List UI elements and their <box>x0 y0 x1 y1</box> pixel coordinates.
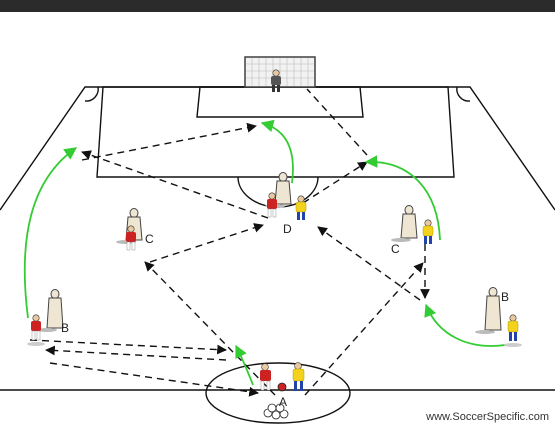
pass-arrows <box>29 88 430 397</box>
mannequin-b-left <box>37 289 64 332</box>
goal-area <box>196 86 364 118</box>
pass-arrow <box>306 88 368 156</box>
pass-arrow <box>144 261 276 396</box>
run-arrow <box>260 119 294 184</box>
players <box>27 69 522 391</box>
pass-arrow <box>317 226 421 301</box>
ball <box>279 409 289 419</box>
pitch-lines <box>0 86 555 424</box>
run-arrows <box>23 119 506 386</box>
ball <box>277 382 287 392</box>
pass-arrow <box>45 345 227 361</box>
red-player-d <box>267 192 277 218</box>
corner-arc-right <box>456 86 471 102</box>
red-player-c-left <box>126 225 136 251</box>
ball <box>267 403 277 413</box>
yellow-player-d <box>295 195 307 220</box>
pass-arrow <box>149 223 264 263</box>
label-b-left: B <box>61 321 69 335</box>
balls <box>263 382 289 420</box>
label-d: D <box>283 222 292 236</box>
run-arrow <box>424 303 506 347</box>
window-top-bar <box>0 0 555 12</box>
pass-arrow <box>49 362 259 397</box>
pass-arrow <box>302 161 368 204</box>
label-c-right: C <box>391 242 400 256</box>
goalkeeper <box>271 69 281 92</box>
run-arrow <box>364 155 441 241</box>
yellow-player-a <box>292 362 305 391</box>
mannequins <box>37 172 502 334</box>
pass-arrow <box>304 262 424 396</box>
run-arrow <box>235 344 254 386</box>
mannequin-c-right <box>391 205 418 242</box>
ball <box>275 403 285 413</box>
label-c-left: C <box>145 232 154 246</box>
corner-arc-left <box>84 86 99 102</box>
label-b-right: B <box>501 290 509 304</box>
pass-arrow <box>29 339 227 355</box>
label-a: A <box>279 395 287 409</box>
run-arrow <box>23 147 78 319</box>
mannequin-b-right <box>475 287 502 334</box>
pass-arrow <box>81 150 269 219</box>
center-circle <box>205 362 351 424</box>
watermark: www.SoccerSpecific.com <box>426 411 549 423</box>
penalty-area <box>96 86 455 178</box>
yellow-player-c-right <box>422 219 434 244</box>
yellow-player-b-right <box>504 314 522 347</box>
red-player-a <box>260 363 271 391</box>
soccer-pitch: A B B C C D <box>0 56 555 424</box>
pass-arrow <box>81 122 257 161</box>
red-player-b-left <box>27 314 45 346</box>
